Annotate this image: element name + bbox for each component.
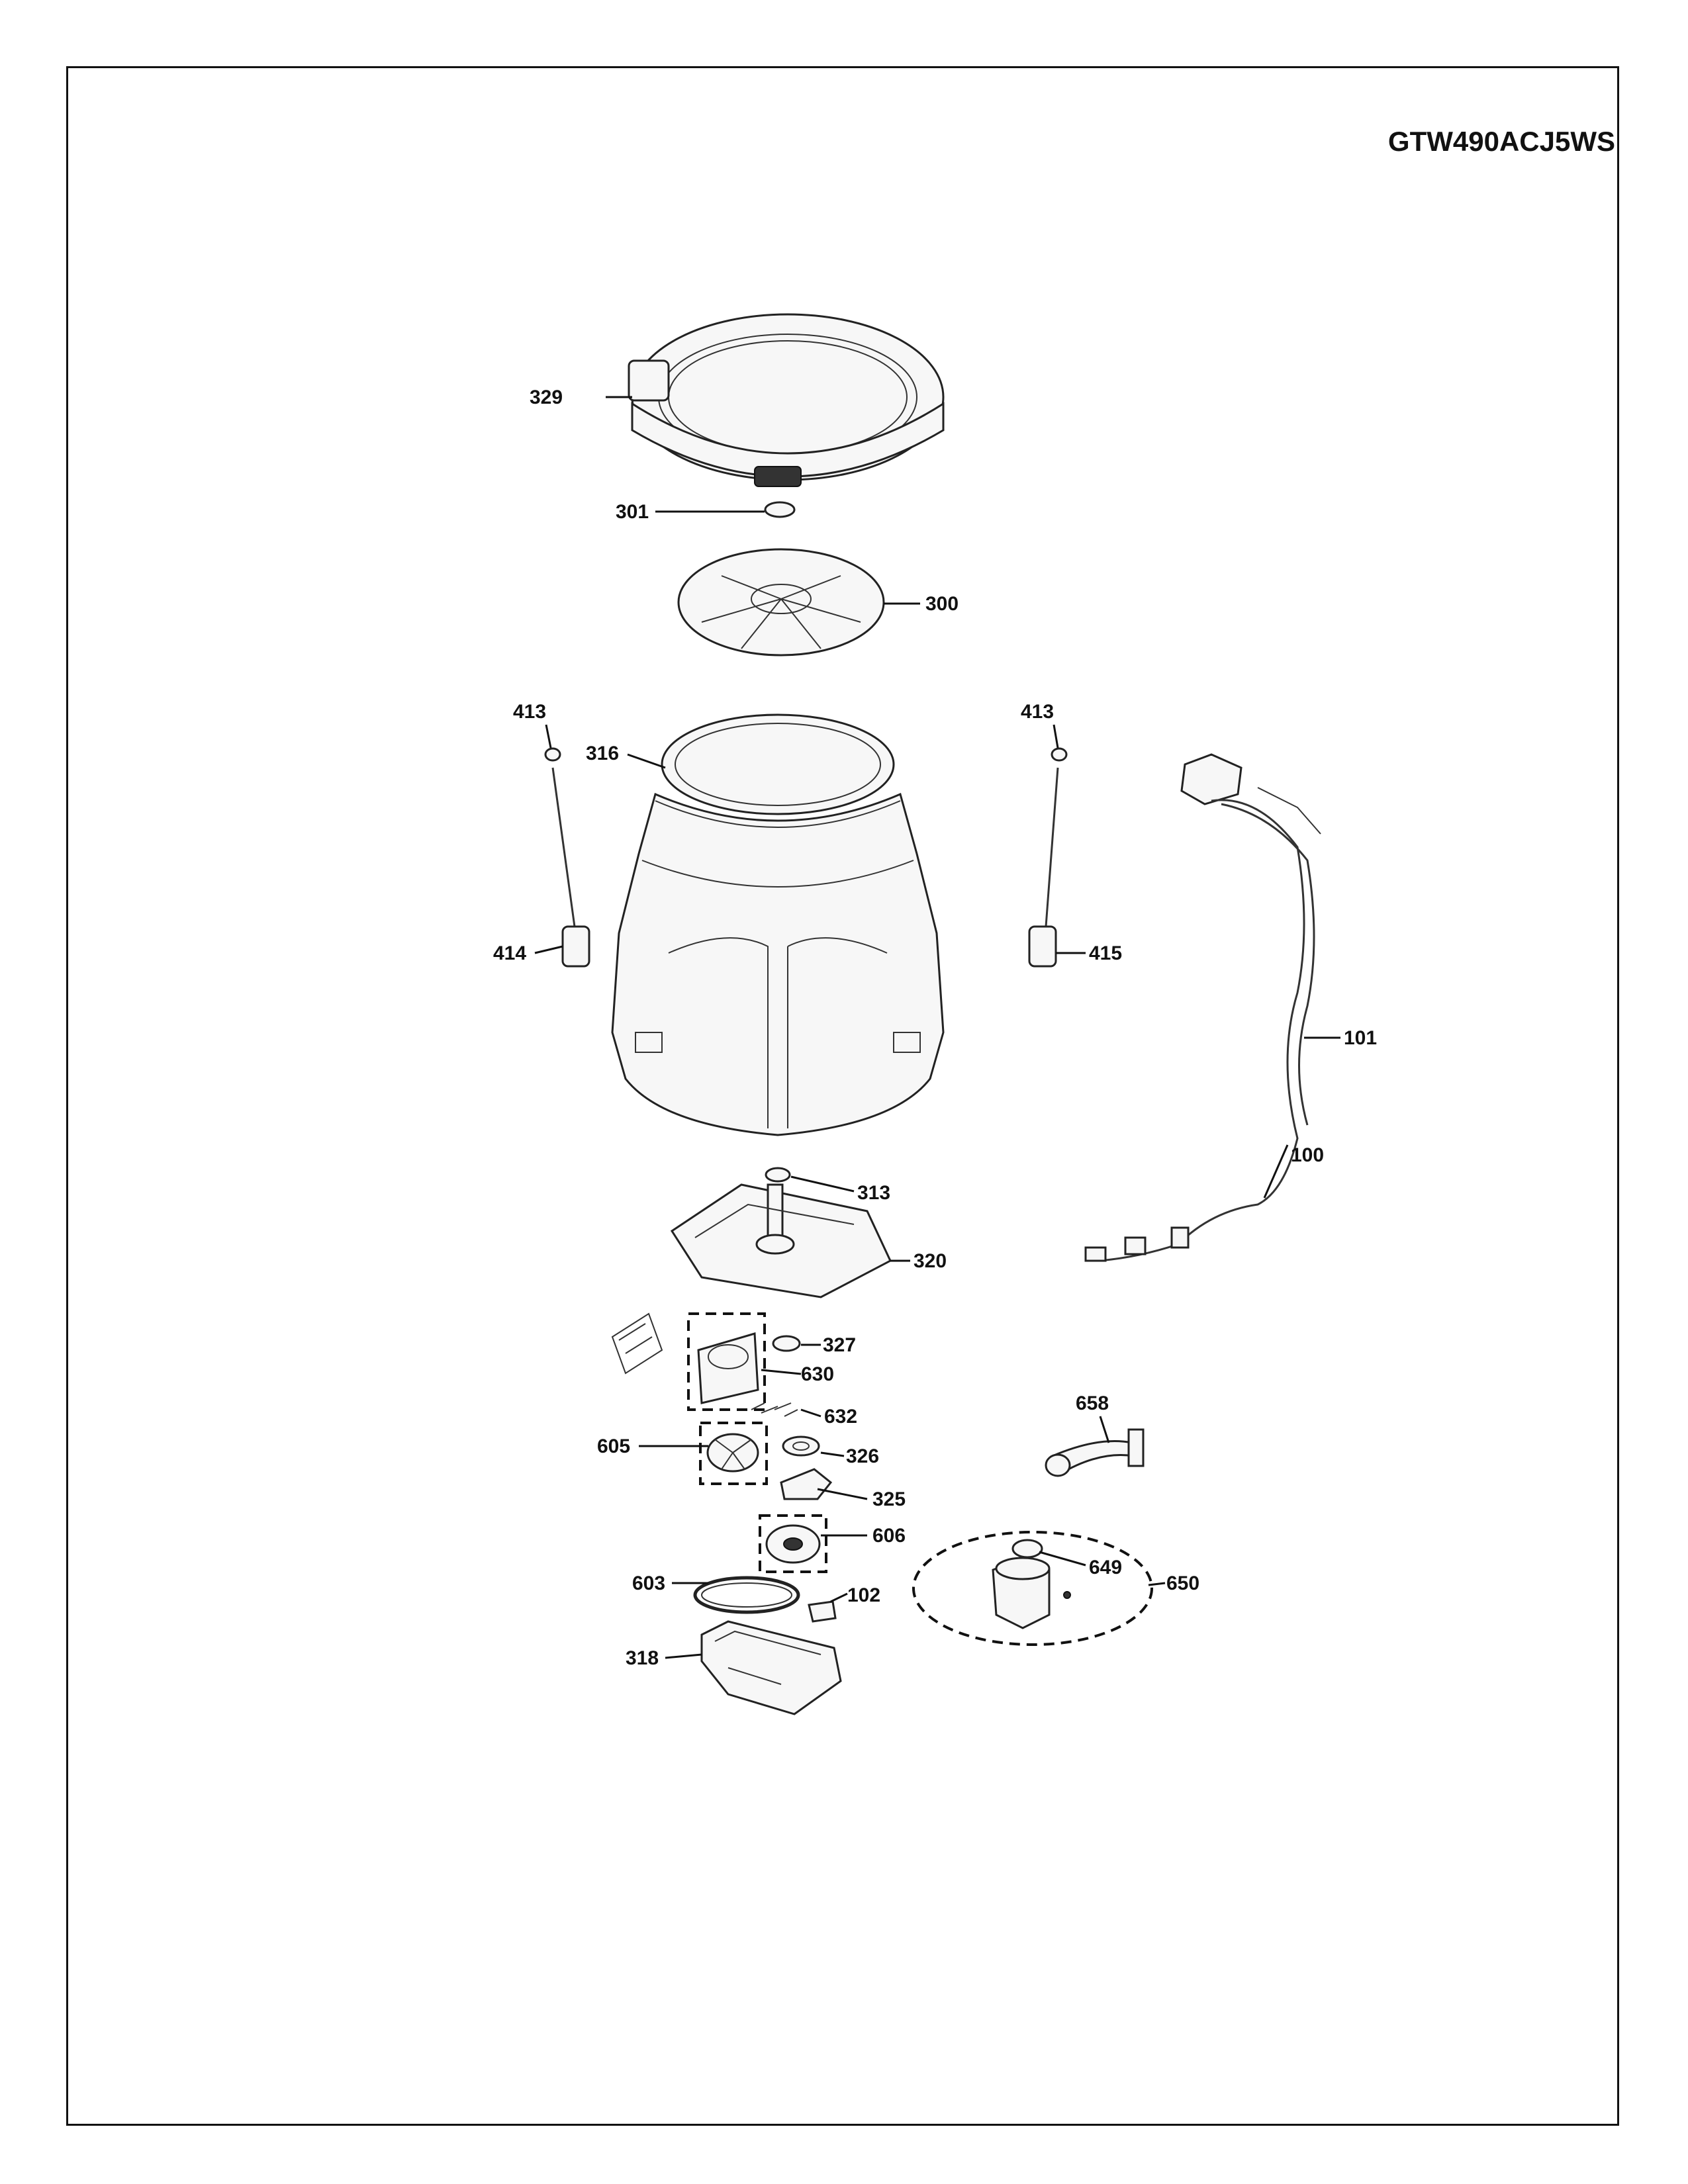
part-327-o-ring [772, 1335, 801, 1352]
callout-649: 649 [1089, 1557, 1122, 1578]
callout-101: 101 [1344, 1027, 1377, 1049]
callout-413-left: 413 [513, 701, 546, 723]
part-605-rotor [706, 1433, 759, 1473]
callout-320: 320 [914, 1250, 947, 1272]
leader-658 [1099, 1416, 1110, 1443]
callout-102: 102 [847, 1584, 880, 1606]
leader-102 [830, 1592, 848, 1603]
part-649-pump-cap [1011, 1539, 1043, 1559]
callout-301: 301 [616, 501, 649, 523]
callout-313: 313 [857, 1182, 890, 1204]
diagram-frame [66, 66, 1619, 2126]
leader-650 [1148, 1582, 1166, 1586]
leader-649 [1039, 1551, 1086, 1567]
part-316-tub-assembly [611, 713, 945, 1136]
part-313-washer [765, 1167, 791, 1183]
callout-329: 329 [530, 387, 563, 408]
part-325 [780, 1468, 833, 1500]
part-300-wash-plate [677, 548, 885, 657]
callout-300: 300 [925, 593, 959, 615]
part-650-drain-pump [992, 1557, 1071, 1629]
group-630-outline [687, 1312, 766, 1411]
leader-100 [1263, 1144, 1289, 1199]
callout-100: 100 [1291, 1144, 1324, 1166]
callout-606: 606 [872, 1525, 906, 1547]
callout-325: 325 [872, 1488, 906, 1510]
part-329-tub-cover [628, 313, 945, 487]
part-301-agitator-cap [764, 501, 796, 518]
model-number: GTW490ACJ5WS [1387, 126, 1615, 157]
leader-630 [761, 1369, 802, 1375]
part-415-right-suspension-rod [1028, 767, 1059, 968]
callout-413-right: 413 [1021, 701, 1054, 723]
callout-605: 605 [597, 1435, 630, 1457]
leader-325 [817, 1488, 868, 1500]
callout-316: 316 [586, 743, 619, 764]
leader-413-left [545, 724, 552, 749]
part-326 [782, 1435, 820, 1457]
callout-603: 603 [632, 1572, 665, 1594]
leader-313 [790, 1175, 855, 1193]
part-bracket [611, 1312, 663, 1375]
leader-632 [800, 1408, 821, 1418]
callout-630: 630 [801, 1363, 834, 1385]
part-100-101-wire-harness [1084, 753, 1321, 1262]
group-650-outline [912, 1531, 1153, 1646]
part-318-base [700, 1620, 842, 1715]
part-658-drain-hose [1045, 1428, 1145, 1477]
group-606-outline [759, 1514, 827, 1573]
callout-414: 414 [493, 942, 526, 964]
part-632-screws [751, 1402, 798, 1417]
leader-413-right [1053, 724, 1059, 749]
part-413-right-nut [1051, 747, 1068, 762]
callout-650: 650 [1166, 1572, 1199, 1594]
callout-326: 326 [846, 1445, 879, 1467]
part-102-clip [808, 1600, 837, 1623]
part-413-left-nut [544, 747, 561, 762]
part-414-left-suspension-rod [551, 767, 590, 968]
leader-414 [534, 945, 563, 954]
part-603-belt [693, 1576, 800, 1614]
part-630-motor [697, 1332, 759, 1404]
leader-318 [665, 1653, 702, 1659]
callout-318: 318 [626, 1647, 659, 1669]
leader-326 [820, 1451, 845, 1457]
callout-327: 327 [823, 1334, 856, 1356]
callout-415: 415 [1089, 942, 1122, 964]
part-606-pulley [765, 1524, 821, 1564]
callout-632: 632 [824, 1406, 857, 1428]
callout-658: 658 [1076, 1392, 1109, 1414]
group-605-outline [699, 1422, 768, 1485]
leader-316 [627, 753, 666, 769]
part-320-mounting-plate [670, 1183, 892, 1298]
